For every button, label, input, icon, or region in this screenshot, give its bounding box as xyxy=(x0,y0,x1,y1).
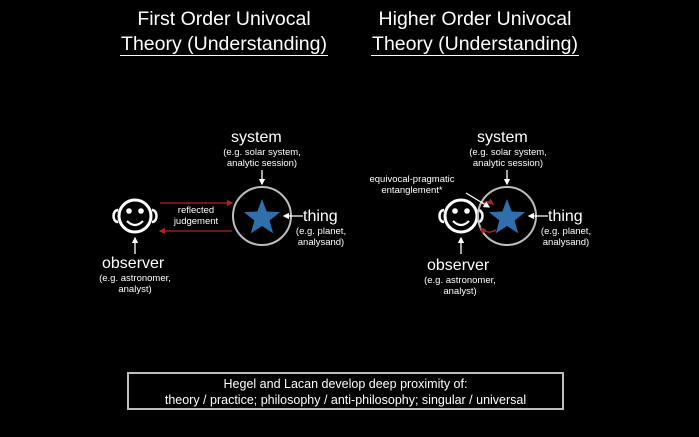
right-system-sub1: (e.g. solar system, xyxy=(469,147,547,158)
title-first-order-line2: Theory (Understanding) xyxy=(120,33,328,56)
left-thing-star-icon xyxy=(243,199,281,234)
left-thing-label: thing xyxy=(303,208,338,225)
left-system-label: system xyxy=(231,129,282,146)
title-higher-order-line2: Theory (Understanding) xyxy=(371,33,579,56)
left-thing-sub: (e.g. planet, analysand) xyxy=(286,226,356,248)
right-entangle-pointer-arrow xyxy=(465,192,491,208)
right-observer-sub1: (e.g. astronomer, xyxy=(424,275,496,286)
right-observer-sub2: analyst) xyxy=(443,286,477,297)
left-system-sub2: analytic session) xyxy=(226,158,298,169)
right-entangle-label1: equivocal-pragmatic xyxy=(369,174,455,185)
right-thing-star-icon xyxy=(488,199,526,234)
footer-line2: theory / practice; philosophy / anti-phi… xyxy=(164,393,527,407)
right-thing-sub2: analysand) xyxy=(542,237,590,248)
right-entanglement-label: equivocal-pragmatic entanglement* xyxy=(357,174,467,196)
left-observer-sub1: (e.g. astronomer, xyxy=(99,273,171,284)
right-observer-face-icon xyxy=(438,198,484,234)
right-entangle-arrow-bottom xyxy=(480,227,497,235)
right-system-sub2: analytic session) xyxy=(472,158,544,169)
right-thing-label: thing xyxy=(548,208,583,225)
left-observer-sub2: analyst) xyxy=(118,284,152,295)
left-observer-sub: (e.g. astronomer, analyst) xyxy=(90,273,180,295)
title-higher-order: Higher Order Univocal Theory (Understand… xyxy=(330,7,620,57)
title-first-order: First Order Univocal Theory (Understandi… xyxy=(79,7,369,57)
right-entangle-label2: entanglement* xyxy=(381,185,443,196)
right-system-label: system xyxy=(477,129,528,146)
footer-box: Hegel and Lacan develop deep proximity o… xyxy=(127,372,564,410)
right-system-sub: (e.g. solar system, analytic session) xyxy=(453,147,563,169)
right-observer-label: observer xyxy=(427,257,490,274)
left-system-sub: (e.g. solar system, analytic session) xyxy=(207,147,317,169)
title-higher-order-line1: Higher Order Univocal xyxy=(378,8,572,30)
title-first-order-line1: First Order Univocal xyxy=(137,8,311,30)
left-system-sub1: (e.g. solar system, xyxy=(223,147,301,158)
right-thing-sub1: (e.g. planet, xyxy=(540,226,592,237)
footer-line1: Hegel and Lacan develop deep proximity o… xyxy=(223,377,468,391)
left-arrow-label1: reflected xyxy=(177,205,215,216)
left-observer-label: observer xyxy=(102,255,165,272)
right-thing-sub: (e.g. planet, analysand) xyxy=(531,226,601,248)
left-thing-sub2: analysand) xyxy=(297,237,345,248)
left-thing-sub1: (e.g. planet, xyxy=(295,226,347,237)
left-arrow-label2: judgement xyxy=(173,216,219,227)
left-observer-face-icon xyxy=(112,198,158,234)
left-reflected-judgement-label: reflected judgement xyxy=(164,205,228,227)
right-observer-sub: (e.g. astronomer, analyst) xyxy=(415,275,505,297)
